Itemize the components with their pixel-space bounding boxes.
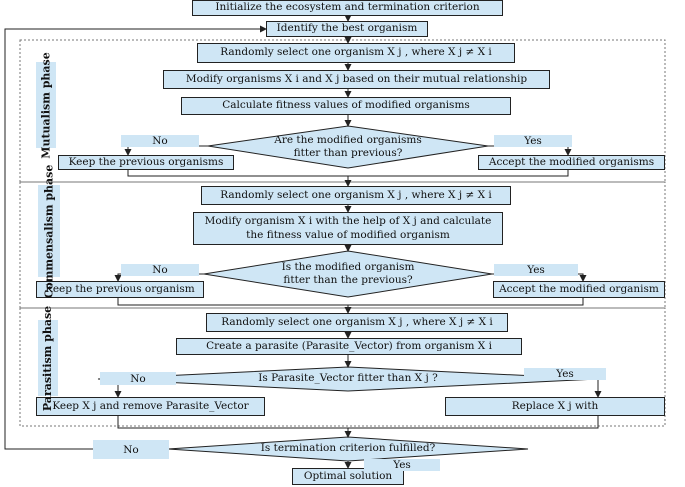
commensalism-yes-label: Yes — [494, 264, 578, 276]
mutualism-modify-step: Modify organisms X i and X j based on th… — [163, 70, 550, 89]
parasitism-create-step: Create a parasite (Parasite_Vector) from… — [176, 338, 522, 355]
parasitism-select-step: Randomly select one organism X j , where… — [206, 313, 508, 332]
parasitism-keep-step: Keep X j and remove Parasite_Vector — [36, 397, 265, 416]
identify-best-organism-step: Identify the best organism — [266, 21, 428, 37]
parasitism-decision-text: Is Parasite_Vector fitter than X j ? — [258, 372, 438, 385]
commensalism-keep-step: Keep the previous organism — [36, 281, 204, 298]
termination-no-label: No — [93, 440, 169, 459]
commensalism-no-label: No — [121, 264, 199, 276]
termination-decision-text: Is termination criterion fulfilled? — [260, 442, 436, 455]
mutualism-fitness-step: Calculate fitness values of modified org… — [181, 97, 511, 115]
optimal-solution-step: Optimal solution — [292, 468, 404, 485]
mutualism-decision-text: Are the modified organisms fitter than p… — [274, 133, 422, 159]
mutualism-select-step: Randomly select one organism X j , where… — [197, 43, 515, 63]
initialize-step: Initialize the ecosystem and termination… — [192, 0, 503, 16]
termination-yes-label: Yes — [364, 459, 440, 471]
commensalism-frame — [19, 181, 666, 309]
mutualism-yes-label: Yes — [494, 135, 572, 147]
parasitism-no-label: No — [100, 372, 176, 385]
parasitism-phase-label: Parasitism phase — [38, 305, 58, 411]
commensalism-accept-step: Accept the modified organism — [493, 281, 665, 298]
mutualism-frame — [19, 39, 666, 183]
commensalism-decision-diamond — [203, 250, 493, 298]
commensalism-modify-step: Modify organism X i with the help of X j… — [193, 212, 503, 245]
mutualism-no-label: No — [121, 135, 199, 147]
parasitism-yes-label: Yes — [524, 368, 606, 380]
parasitism-replace-step: Replace X j with — [445, 397, 665, 416]
parasitism-frame — [19, 307, 666, 427]
commensalism-select-step: Randomly select one organism X j , where… — [201, 186, 511, 205]
commensalism-decision-text: Is the modified organism fitter than the… — [281, 260, 415, 286]
parasitism-decision-diamond — [97, 366, 599, 392]
mutualism-accept-step: Accept the modified organisms — [478, 155, 665, 170]
mutualism-decision-diamond — [207, 125, 489, 169]
mutualism-phase-label: Mutualism phase — [36, 52, 56, 158]
commensalism-phase-label: Commensalism phase — [38, 164, 60, 298]
mutualism-keep-step: Keep the previous organisms — [58, 155, 234, 170]
